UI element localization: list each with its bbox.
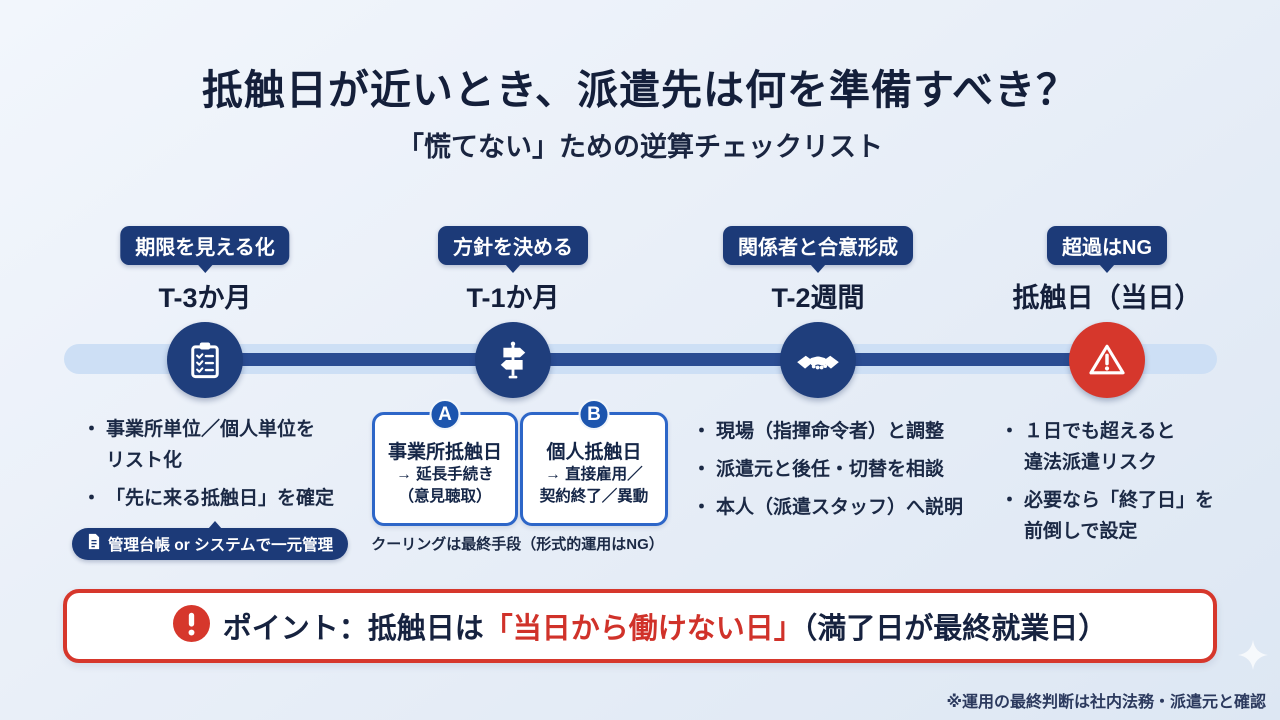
bullet-text: 前倒しで設定 xyxy=(1024,521,1138,542)
bullet-text: リスト化 xyxy=(106,450,183,471)
stage2-badge-label: 方針を決める xyxy=(453,237,573,259)
option-a-line: （意見聴取） xyxy=(398,488,492,505)
document-icon xyxy=(87,533,101,555)
sparkle-icon xyxy=(1238,640,1268,675)
page-title: 抵触日が近いとき、派遣先は何を準備すべき？ xyxy=(201,67,1079,113)
option-b-title: 個人抵触日 xyxy=(546,442,642,463)
bullet-text: 事業所単位／個人単位を xyxy=(106,419,316,440)
option-a-badge: A xyxy=(429,399,461,430)
bullet-text: 本人（派遣スタッフ）へ説明 xyxy=(716,497,964,518)
option-a-line: → 延長手続き xyxy=(396,466,494,483)
list-item: ・ １日でも超えると 違法派遣リスク xyxy=(1000,416,1240,478)
stage2-node xyxy=(475,322,551,398)
bullet-text: 派遣元と後任・切替を相談 xyxy=(716,459,945,480)
stage3-badge-label: 関係者と合意形成 xyxy=(738,237,898,259)
timeline-progress xyxy=(205,353,1107,366)
bullet-marker: ・ xyxy=(1000,421,1020,442)
stage4-node xyxy=(1069,322,1145,398)
option-b-line: → 直接雇用／ xyxy=(545,466,643,483)
bullet-text: 「先に来る抵触日」を確定 xyxy=(106,488,335,509)
page-subtitle: 「慌てない」ための逆算チェックリスト xyxy=(397,132,883,162)
stage4-bullets: ・ １日でも超えると 違法派遣リスク ・ 必要なら「終了日」を 前倒しで設定 xyxy=(1000,416,1240,554)
stage2-caption: クーリングは最終手段（形式的運用はNG） xyxy=(371,536,664,553)
stage1-badge-label: 期限を見える化 xyxy=(135,237,275,259)
stage1-node xyxy=(167,322,243,398)
point-highlight: 「当日から働けない日」 xyxy=(483,613,803,645)
bullet-text: 現場（指揮命令者）と調整 xyxy=(716,421,945,442)
list-item: ・ 必要なら「終了日」を 前倒しで設定 xyxy=(1000,485,1240,547)
bullet-text: １日でも超えると xyxy=(1024,421,1176,442)
bullet-text: 必要なら「終了日」を xyxy=(1024,490,1215,511)
stage4-badge: 超過はNG xyxy=(1047,226,1167,265)
option-b-box: B 個人抵触日 → 直接雇用／ 契約終了／異動 xyxy=(520,399,668,526)
stage1-note-pill: 管理台帳 or システムで一元管理 xyxy=(72,521,349,560)
point-prefix: ポイント：抵触日は xyxy=(222,613,484,645)
stage1-bullets: ・ 事業所単位／個人単位を リスト化 ・ 「先に来る抵触日」を確定 xyxy=(82,414,377,521)
alert-icon xyxy=(172,605,210,647)
stage2-badge: 方針を決める xyxy=(438,226,588,265)
bullet-marker: ・ xyxy=(692,421,712,442)
stage1-badge: 期限を見える化 xyxy=(120,226,290,265)
bullet-marker: ・ xyxy=(692,459,712,480)
list-item: ・ 事業所単位／個人単位を リスト化 xyxy=(82,414,377,476)
handshake-icon xyxy=(795,342,841,378)
bullet-marker: ・ xyxy=(1000,490,1020,511)
signpost-icon xyxy=(492,339,534,381)
option-b-line: 契約終了／異動 xyxy=(539,488,649,505)
option-a-box: A 事業所抵触日 → 延長手続き （意見聴取） xyxy=(372,399,518,526)
option-a-title: 事業所抵触日 xyxy=(387,442,502,463)
stage3-badge: 関係者と合意形成 xyxy=(723,226,913,265)
stage3-time-label: T-2週間 xyxy=(771,283,865,313)
option-b-badge: B xyxy=(578,399,610,430)
point-suffix: （満了日が最終就業日） xyxy=(802,613,1108,645)
list-item: ・ 現場（指揮命令者）と調整 xyxy=(692,416,992,447)
list-item: ・ 「先に来る抵触日」を確定 xyxy=(82,483,377,514)
warning-icon xyxy=(1085,338,1129,382)
stage2-time-label: T-1か月 xyxy=(466,283,560,313)
stage4-time-label: 抵触日（当日） xyxy=(1012,283,1202,313)
point-callout: ポイント：抵触日は「当日から働けない日」（満了日が最終就業日） xyxy=(63,589,1217,663)
list-item: ・ 派遣元と後任・切替を相談 xyxy=(692,454,992,485)
stage3-node xyxy=(780,322,856,398)
stage1-time-label: T-3か月 xyxy=(158,283,252,313)
stage3-bullets: ・ 現場（指揮命令者）と調整 ・ 派遣元と後任・切替を相談 ・ 本人（派遣スタッ… xyxy=(692,416,992,530)
clipboard-icon xyxy=(184,339,226,381)
bullet-marker: ・ xyxy=(82,419,102,440)
stage4-badge-label: 超過はNG xyxy=(1062,237,1152,259)
bullet-text: 違法派遣リスク xyxy=(1024,452,1158,473)
footnote: ※運用の最終判断は社内法務・派遣元と確認 xyxy=(946,694,1266,711)
list-item: ・ 本人（派遣スタッフ）へ説明 xyxy=(692,492,992,523)
bullet-marker: ・ xyxy=(82,488,102,509)
stage1-note-text: 管理台帳 or システムで一元管理 xyxy=(108,537,334,554)
bullet-marker: ・ xyxy=(692,497,712,518)
point-text: ポイント：抵触日は「当日から働けない日」（満了日が最終就業日） xyxy=(223,605,1108,647)
